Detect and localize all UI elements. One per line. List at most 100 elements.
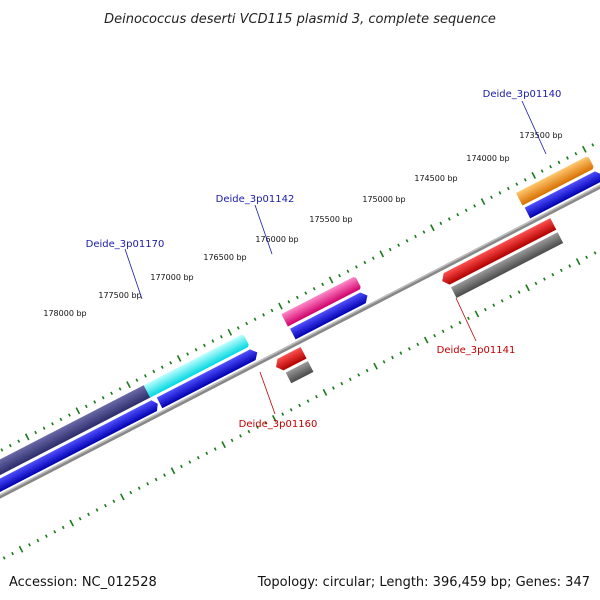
minor-tick — [87, 512, 90, 517]
minor-tick — [315, 395, 318, 399]
minor-tick — [363, 260, 367, 265]
minor-tick — [306, 399, 310, 403]
minor-tick — [42, 426, 46, 430]
minor-tick — [255, 425, 259, 429]
tick-label: 177500 bp — [98, 291, 141, 300]
minor-tick — [331, 386, 335, 390]
minor-tick — [11, 551, 14, 556]
minor-tick — [568, 264, 572, 268]
minor-tick — [515, 182, 519, 186]
minor-tick — [211, 339, 215, 343]
minor-tick — [338, 273, 341, 278]
gene-labels: Deide_3p01140 Deide_3p01142 Deide_3p0117… — [86, 89, 562, 430]
minor-tick — [239, 434, 242, 438]
minor-tick — [439, 221, 443, 226]
gene-label-deide-3p01140[interactable]: Deide_3p01140 — [483, 89, 562, 100]
gene-label-deide-3p01160[interactable]: Deide_3p01160 — [239, 419, 318, 430]
minor-tick — [44, 534, 48, 538]
minor-tick — [371, 256, 375, 260]
accession-text: Accession: NC_012528 — [9, 575, 157, 590]
tick-label: 178000 bp — [43, 309, 86, 318]
cds-arrow-reverse-deide-3p01160[interactable] — [273, 346, 307, 373]
minor-tick — [253, 317, 257, 321]
minor-tick — [188, 460, 192, 464]
major-tick — [170, 467, 176, 475]
inner-tick-row — [2, 251, 597, 560]
minor-tick — [163, 473, 166, 477]
backbone-highlight — [0, 120, 600, 526]
minor-tick — [365, 368, 369, 373]
cds-arrow-forward[interactable] — [524, 169, 600, 219]
minor-tick — [95, 508, 99, 512]
cds-arrow-forward[interactable] — [156, 347, 260, 409]
minor-tick — [34, 430, 38, 435]
minor-tick — [245, 321, 249, 326]
minor-tick — [289, 408, 293, 412]
minor-tick — [447, 217, 451, 221]
summary-text: Topology: circular; Length: 396,459 bp; … — [257, 575, 590, 590]
minor-tick — [464, 208, 468, 212]
gene-feature-navy[interactable] — [0, 384, 152, 482]
gene-feature-reverse-deide-3p01141[interactable] — [451, 232, 564, 298]
minor-tick — [483, 307, 487, 312]
leader-line — [254, 204, 273, 255]
minor-tick — [146, 482, 150, 486]
minor-tick — [186, 352, 189, 356]
minor-tick — [399, 351, 403, 355]
major-tick — [18, 545, 24, 553]
tick-label: 175000 bp — [362, 195, 405, 204]
major-tick — [525, 284, 530, 292]
major-tick — [322, 388, 328, 396]
gene-feature-deide-3p01142[interactable] — [281, 276, 361, 327]
minor-tick — [382, 360, 386, 364]
tick-label: 175500 bp — [309, 215, 352, 224]
major-tick — [430, 224, 435, 232]
minor-tick — [422, 230, 426, 234]
major-tick — [373, 362, 378, 370]
minor-tick — [84, 404, 88, 409]
minor-tick — [78, 517, 82, 521]
gene-feature-deide-3p01170[interactable] — [143, 334, 250, 398]
leader-line — [455, 297, 477, 342]
minor-tick — [517, 290, 521, 294]
major-tick — [278, 302, 283, 310]
cds-arrow-reverse-deide-3p01141[interactable] — [439, 218, 557, 287]
minor-tick — [104, 503, 107, 508]
minor-tick — [262, 313, 265, 317]
major-tick — [575, 258, 581, 266]
minor-tick — [152, 369, 156, 374]
minor-tick — [196, 456, 200, 460]
cds-arrow-forward[interactable] — [0, 398, 161, 495]
minor-tick — [549, 165, 552, 169]
minor-tick — [2, 556, 6, 560]
gene-feature-deide-3p01140[interactable] — [515, 156, 594, 206]
minor-tick — [407, 347, 411, 351]
tick-label: 174500 bp — [414, 174, 457, 183]
minor-tick — [540, 169, 544, 173]
gene-label-deide-3p01141[interactable]: Deide_3p01141 — [437, 345, 516, 356]
minor-tick — [67, 413, 71, 417]
minor-tick — [295, 295, 299, 300]
major-tick — [221, 441, 226, 449]
tick-label: 173500 bp — [519, 131, 562, 140]
minor-tick — [169, 361, 173, 365]
major-tick — [75, 407, 81, 415]
minor-tick — [203, 343, 206, 348]
cds-arrow-forward[interactable] — [290, 290, 370, 340]
minor-tick — [523, 178, 527, 182]
gene-label-deide-3p01142[interactable]: Deide_3p01142 — [216, 194, 295, 205]
leader-line — [124, 248, 143, 300]
gene-feature-reverse-deide-3p01160[interactable] — [285, 361, 314, 384]
minor-tick — [247, 429, 251, 434]
minor-tick — [340, 381, 344, 386]
minor-tick — [143, 374, 147, 378]
minor-tick — [230, 438, 234, 442]
minor-tick — [264, 421, 268, 425]
minor-tick — [180, 464, 183, 469]
minor-tick — [110, 391, 114, 395]
tick-label: 176000 bp — [255, 235, 298, 244]
minor-tick — [346, 269, 350, 273]
minor-tick — [492, 303, 496, 307]
gene-label-deide-3p01170[interactable]: Deide_3p01170 — [86, 239, 165, 250]
major-tick — [69, 519, 74, 527]
